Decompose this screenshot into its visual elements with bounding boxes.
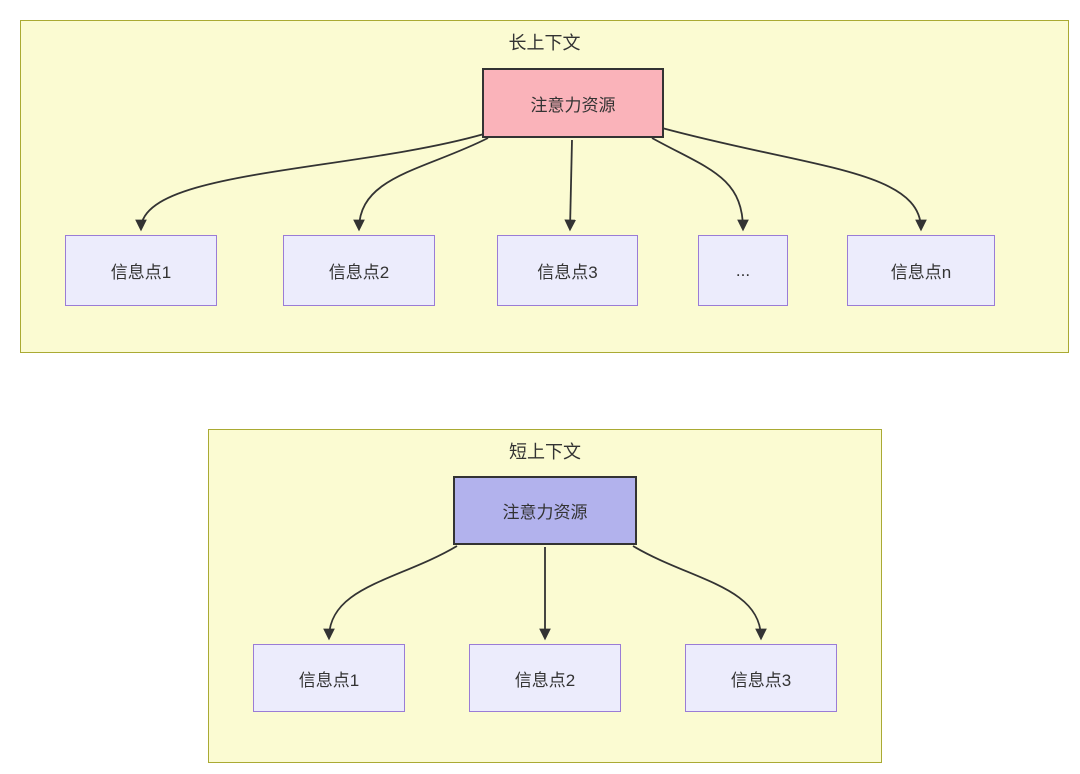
short-info-node-1: 信息点1 <box>253 644 405 712</box>
attention-node-long-label: 注意力资源 <box>530 95 616 115</box>
long-info-node-2-label: 信息点2 <box>328 263 390 282</box>
long-context-title: 长上下文 <box>508 33 581 53</box>
long-info-node-1-label: 信息点1 <box>110 263 172 282</box>
short-info-node-3: 信息点3 <box>685 644 837 712</box>
short-info-node-2-label: 信息点2 <box>514 670 576 690</box>
short-context-title: 短上下文 <box>509 442 581 462</box>
long-info-node-ellipsis: ... <box>698 235 788 306</box>
long-info-node-1: 信息点1 <box>65 235 217 306</box>
long-info-node-n-label: 信息点n <box>890 263 952 282</box>
long-info-node-2: 信息点2 <box>283 235 435 306</box>
short-info-node-2: 信息点2 <box>469 644 621 712</box>
long-info-node-3-label: 信息点3 <box>537 263 598 282</box>
short-info-node-3-label: 信息点3 <box>730 670 792 690</box>
long-info-node-ellipsis-label: ... <box>735 260 751 280</box>
short-info-node-1-label: 信息点1 <box>298 670 360 690</box>
attention-node-long: 注意力资源 <box>482 68 664 138</box>
long-info-node-3: 信息点3 <box>497 235 638 306</box>
attention-node-short-label: 注意力资源 <box>502 503 588 522</box>
attention-node-short: 注意力资源 <box>453 476 637 545</box>
long-info-node-n: 信息点n <box>847 235 995 306</box>
